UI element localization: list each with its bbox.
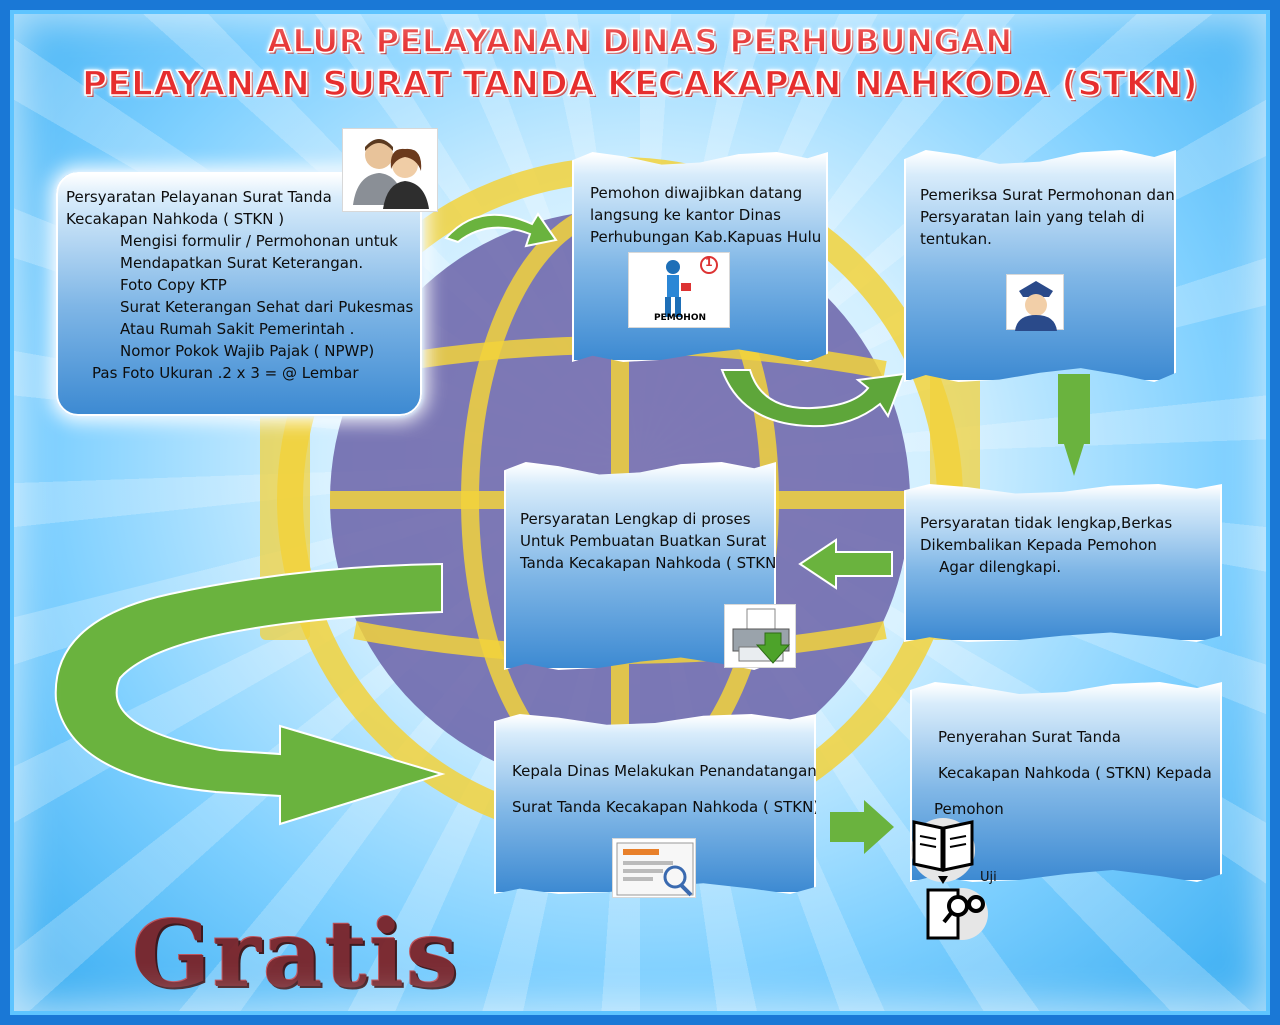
applicant-line: Perhubungan Kab.Kapuas Hulu [590, 228, 822, 246]
applicant-icon-number: 1 [705, 256, 713, 269]
checking-line: Persyaratan lain yang telah di [920, 208, 1145, 226]
requirement-item: Mendapatkan Surat Keterangan. [120, 254, 364, 272]
handover-line-2: Kecakapan Nahkoda ( STKN) Kepada [938, 764, 1212, 782]
incomplete-line: Persyaratan tidak lengkap,Berkas [920, 514, 1173, 532]
requirement-item: Nomor Pokok Wajib Pajak ( NPWP) [120, 342, 375, 360]
handover-line-1: Penyerahan Surat Tanda [938, 728, 1121, 746]
incomplete-line: Agar dilengkapi. [920, 558, 1062, 576]
arrow-big-curved-icon [54, 562, 446, 826]
signing-line-2: Surat Tanda Kecakapan Nahkoda ( STKN) [512, 798, 820, 816]
complete-line: Persyaratan Lengkap di proses [520, 510, 751, 528]
complete-line: Tanda Kecakapan Nahkoda ( STKN ) [520, 554, 787, 572]
arrow-down-icon [1054, 374, 1094, 478]
requirements-heading-2: Kecakapan Nahkoda ( STKN ) [66, 210, 285, 228]
applicant-icon: 1 PEMOHON [628, 252, 730, 328]
checking-line: tentukan. [920, 230, 992, 248]
officer-icon [1006, 274, 1064, 331]
signing-box: Kepala Dinas Melakukan Penandatangan Sur… [494, 714, 816, 894]
uji-label: Uji [980, 870, 997, 885]
printer-icon [724, 604, 796, 668]
open-book-icon [911, 818, 975, 884]
complete-line: Untuk Pembuatan Buatkan Surat [520, 532, 767, 550]
arrow-right-icon [830, 800, 894, 854]
handover-line-3: Pemohon [934, 800, 1004, 818]
incomplete-box: Persyaratan tidak lengkap,Berkas Dikemba… [904, 484, 1222, 642]
inspection-icon [926, 888, 988, 940]
applicant-icon-label: PEMOHON [653, 313, 707, 323]
arrow-left-icon [798, 538, 893, 590]
gratis-label: Gratis [132, 900, 460, 1008]
requirement-item: Atau Rumah Sakit Pemerintah . [120, 320, 355, 338]
incomplete-line: Dikembalikan Kepada Pemohon [920, 536, 1157, 554]
requirement-item-photo: Pas Foto Ukuran .2 x 3 = @ Lembar [92, 364, 359, 382]
applicant-line: Pemohon diwajibkan datang [590, 184, 803, 202]
requirement-item: Mengisi formulir / Permohonan untuk [120, 232, 398, 250]
signing-line-1: Kepala Dinas Melakukan Penandatangan [512, 762, 817, 780]
requirement-item: Surat Keterangan Sehat dari Pukesmas [120, 298, 414, 316]
checking-line: Pemeriksa Surat Permohonan dan [920, 186, 1175, 204]
people-icon [342, 128, 438, 212]
requirements-heading-1: Persyaratan Pelayanan Surat Tanda [66, 188, 332, 206]
arrow-u-turn-icon [720, 369, 906, 428]
requirements-box: Persyaratan Pelayanan Surat Tanda Kecaka… [56, 172, 422, 416]
document-search-icon [612, 838, 696, 898]
title-line-2: PELAYANAN SURAT TANDA KECAKAPAN NAHKODA … [81, 63, 1199, 105]
title-line-1: ALUR PELAYANAN DINAS PERHUBUNGAN [267, 21, 1013, 61]
applicant-line: langsung ke kantor Dinas [590, 206, 782, 224]
requirement-item: Foto Copy KTP [120, 276, 227, 294]
checking-box: Pemeriksa Surat Permohonan dan Persyarat… [904, 150, 1176, 382]
arrow-right-curved-icon [444, 212, 558, 248]
